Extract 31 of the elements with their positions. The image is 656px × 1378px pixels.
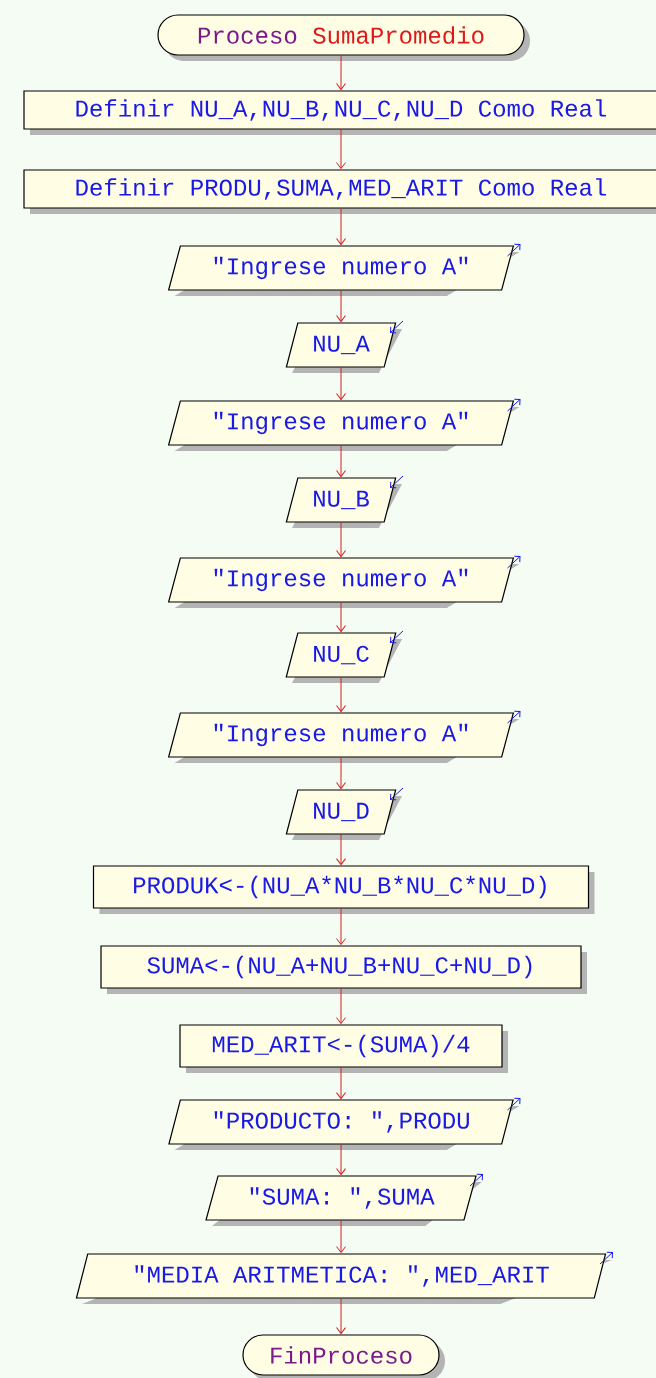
arrow: [336, 522, 346, 558]
arrow: [336, 208, 346, 246]
terminal-box: FinProceso: [242, 1334, 445, 1378]
process-box: SUMA<-(NU_A+NU_B+NU_C+NU_D): [100, 945, 587, 994]
arrow: [336, 677, 346, 713]
arrow: [336, 908, 346, 946]
output-box: "MEDIA ARITMETICA: ",MED_ARIT: [75, 1253, 612, 1304]
output-box: "PRODUCTO: ",PRODU: [168, 1099, 520, 1150]
arrow: [336, 55, 346, 91]
arrow: [336, 1298, 346, 1335]
arrow: [336, 290, 346, 323]
arrow: [336, 834, 346, 866]
process-box: MED_ARIT<-(SUMA)/4: [179, 1024, 508, 1073]
process-box: PRODUK<-(NU_A*NU_B*NU_C*NU_D): [92, 865, 595, 914]
input-box: NU_C: [285, 632, 402, 683]
arrow: [336, 445, 346, 478]
input-box: NU_B: [285, 477, 402, 528]
arrow: [336, 988, 346, 1025]
arrow: [336, 602, 346, 633]
arrow: [336, 367, 346, 401]
arrow: [336, 129, 346, 170]
process-box: Definir PRODU,SUMA,MED_ARIT Como Real: [23, 169, 656, 214]
input-box: NU_A: [285, 322, 402, 373]
arrow: [336, 757, 346, 790]
arrow: [336, 1144, 346, 1176]
arrow: [336, 1220, 347, 1254]
input-box: NU_D: [285, 789, 402, 840]
process-box: Definir NU_A,NU_B,NU_C,NU_D Como Real: [23, 90, 656, 135]
output-box: "SUMA: ",SUMA: [205, 1175, 482, 1226]
arrow: [336, 1067, 346, 1100]
terminal-box: Proceso SumaPromedio: [157, 14, 530, 61]
